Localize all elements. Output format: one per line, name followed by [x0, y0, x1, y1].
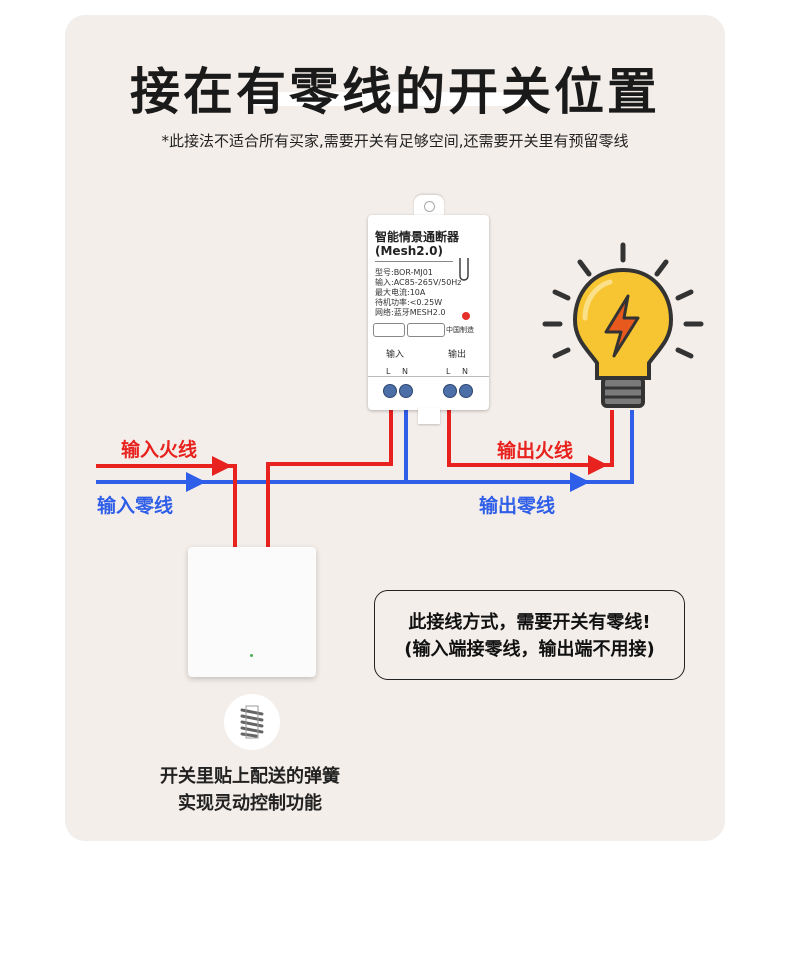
output-neutral-arrow: [570, 472, 590, 492]
cert-badge: [407, 323, 445, 337]
callout-line2: (输入端接零线，输出端不用接): [404, 639, 655, 660]
spring-circle: [224, 694, 280, 750]
background-card: [65, 15, 725, 841]
page-title: 接在有零线的开关位置: [130, 63, 660, 121]
status-led: [462, 312, 470, 320]
device-name: 智能情景通断器: [375, 230, 460, 244]
device-spec: 网络:蓝牙MESH2.0: [375, 308, 446, 317]
input-live-label: 输入火线: [121, 439, 198, 461]
spring-icon: [240, 705, 264, 739]
light-bulb-icon: [542, 242, 704, 408]
terminal-screw-icon: [459, 384, 473, 398]
cert-badge: [373, 323, 405, 337]
device-spec: 输入:AC85-265V/50Hz: [375, 278, 462, 287]
pin-n-label: N: [402, 367, 408, 376]
switch-indicator-led: [250, 654, 253, 657]
terminal-rail: [368, 376, 489, 377]
callout-box: [374, 590, 685, 680]
switch-caption-line1: 开关里贴上配送的弹簧: [160, 766, 340, 787]
device-spec: 型号:BOR-MJ01: [375, 268, 433, 277]
hook-icon: [459, 258, 469, 281]
device-divider: [375, 261, 453, 262]
input-neutral-arrow: [186, 472, 206, 492]
output-neutral-label: 输出零线: [479, 495, 556, 517]
title-highlight: [250, 92, 540, 106]
terminal-screw-icon: [399, 384, 413, 398]
pin-n-label: N: [462, 367, 468, 376]
output-live-arrow: [588, 455, 608, 475]
input-live-arrow: [212, 456, 232, 476]
made-in-label: 中国制造: [446, 326, 474, 334]
output-live-wire: [447, 395, 614, 467]
input-section-label: 输入: [386, 350, 405, 360]
pin-l-label: L: [446, 367, 451, 376]
terminal-screw-icon: [443, 384, 457, 398]
callout-line1: 此接线方式，需要开关有零线!: [408, 612, 651, 633]
input-neutral-label: 输入零线: [97, 495, 174, 517]
switch-caption-line2: 实现灵动控制功能: [178, 793, 322, 814]
pin-l-label: L: [386, 367, 391, 376]
output-neutral-wire: [406, 410, 634, 484]
disclaimer-note: *此接法不适合所有买家,需要开关有足够空间,还需要开关里有预留零线: [161, 132, 629, 150]
device-protocol: (Mesh2.0): [375, 244, 443, 258]
input-live-wire: [96, 464, 237, 548]
device-bottom-tab: [418, 408, 440, 424]
device-spec: 最大电流:10A: [375, 288, 426, 297]
switch-live-wire: [266, 395, 393, 548]
wall-switch: [188, 547, 316, 677]
output-live-label: 输出火线: [497, 440, 574, 462]
output-section-label: 输出: [448, 350, 467, 360]
device-spec: 待机功率:<0.25W: [375, 298, 443, 307]
terminal-screw-icon: [383, 384, 397, 398]
